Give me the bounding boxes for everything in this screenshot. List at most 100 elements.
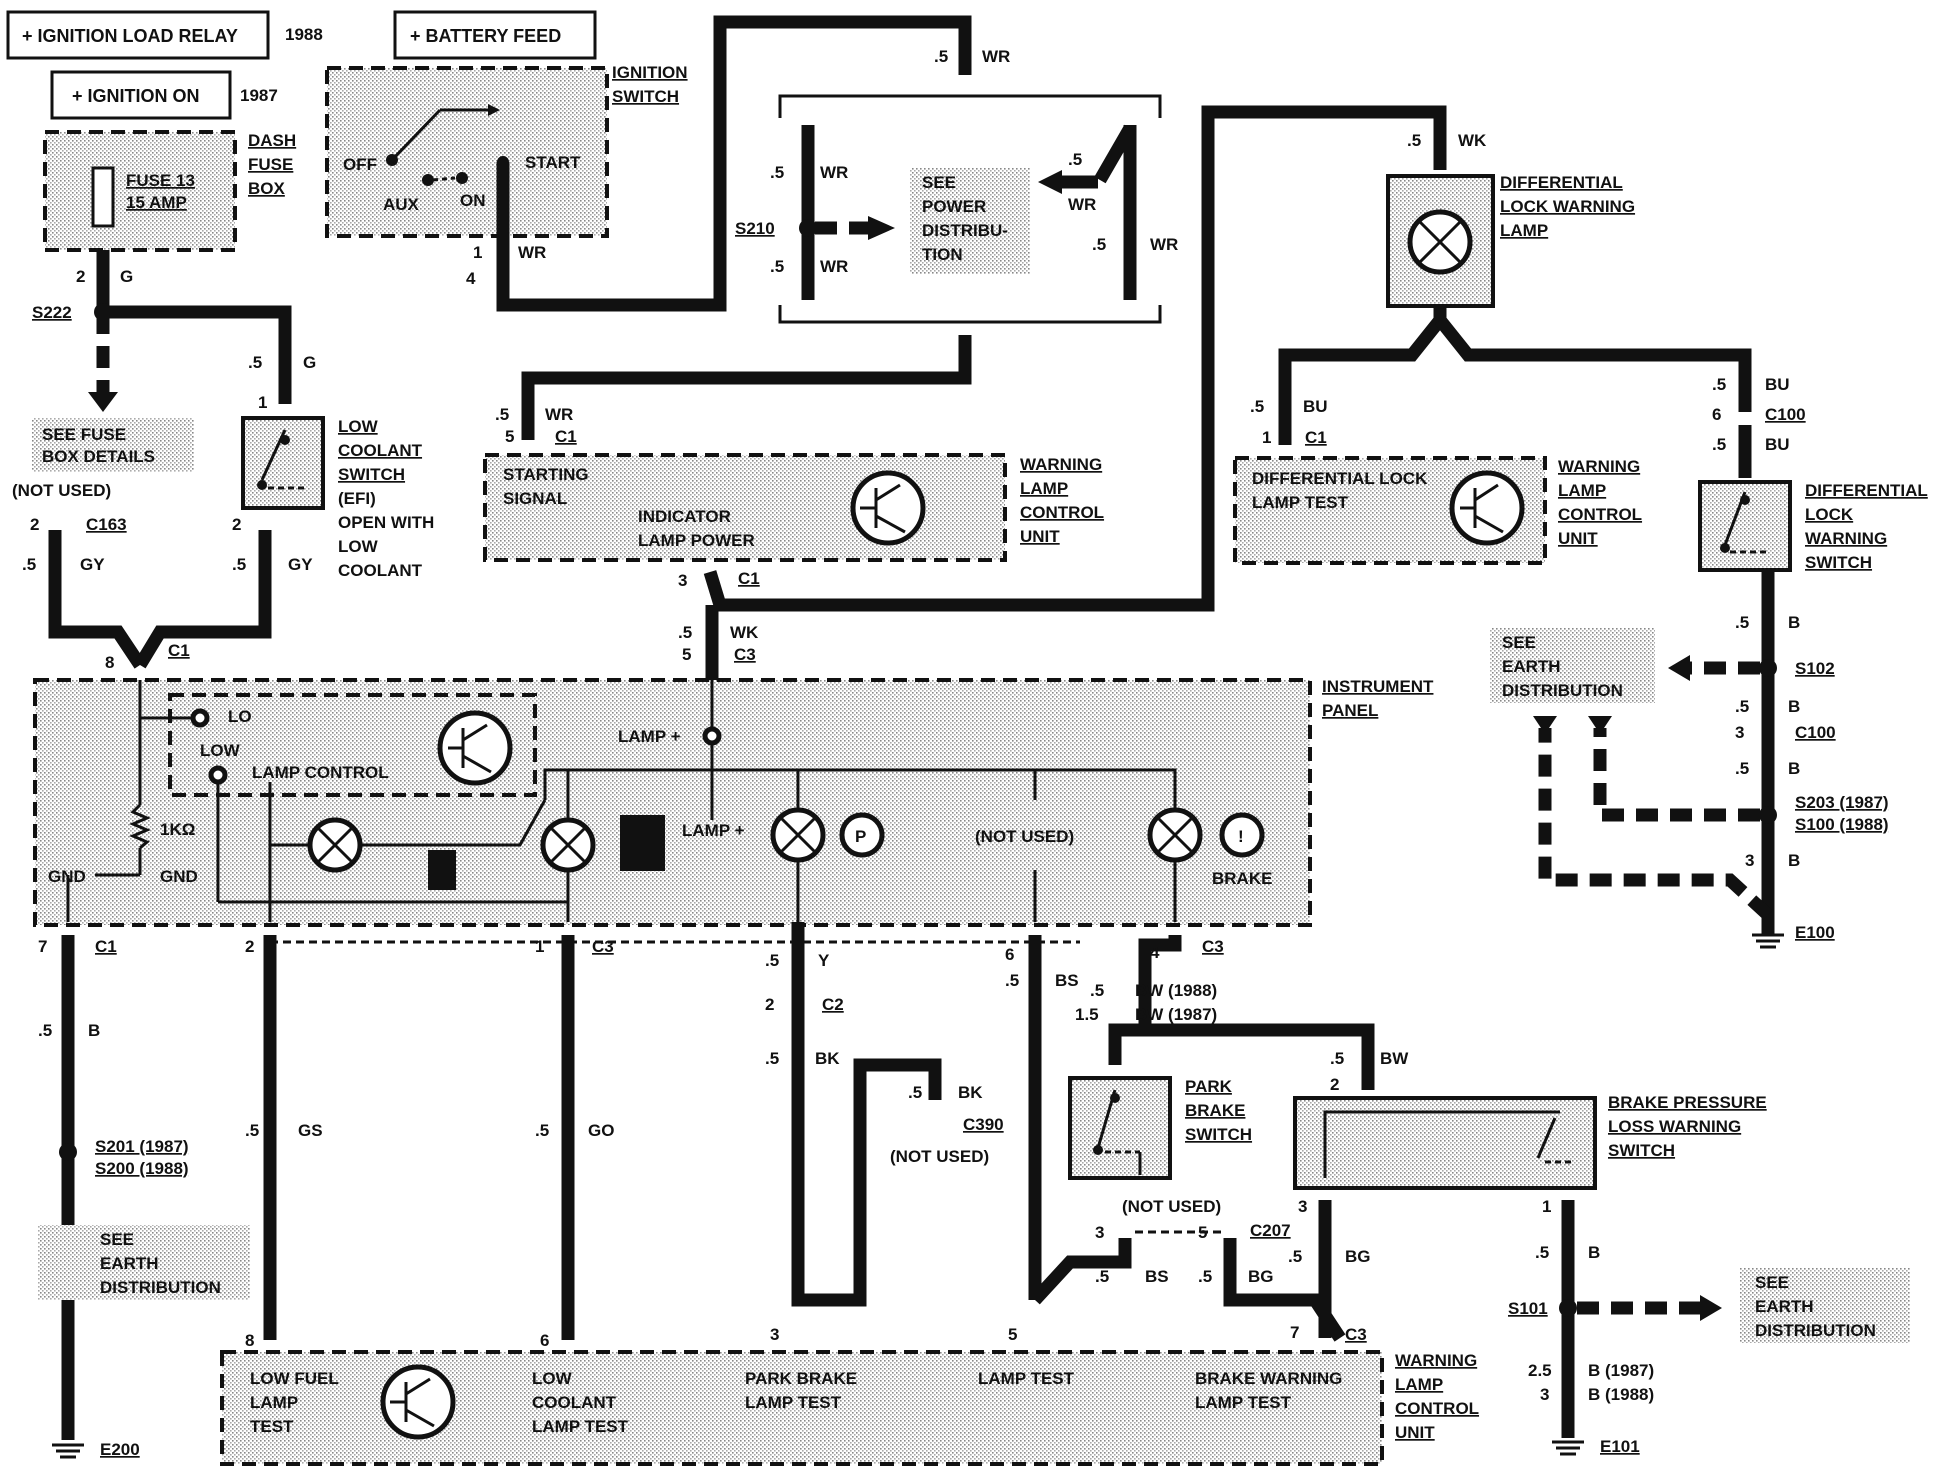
svg-text:SIGNAL: SIGNAL <box>503 489 567 508</box>
s210-splice <box>799 219 817 237</box>
svg-text:INDICATOR: INDICATOR <box>638 507 731 526</box>
dash-label: DASH <box>248 131 296 150</box>
svg-text:.5: .5 <box>770 257 784 276</box>
svg-text:AUX: AUX <box>383 195 420 214</box>
svg-text:BK: BK <box>958 1083 983 1102</box>
see-earth-distribution-2 <box>38 1225 250 1300</box>
svg-text:2: 2 <box>1330 1075 1339 1094</box>
svg-text:.5: .5 <box>232 555 246 574</box>
svg-text:Y: Y <box>818 951 830 970</box>
svg-text:WK: WK <box>1458 131 1487 150</box>
ignition-on-box <box>50 70 232 120</box>
svg-text:3: 3 <box>1735 723 1744 742</box>
svg-text:C3: C3 <box>1202 937 1224 956</box>
brake-warning-icon <box>1219 812 1265 858</box>
year-1987-label: 1987 <box>240 86 278 105</box>
park-brake-switch <box>1068 1076 1172 1180</box>
svg-text:3: 3 <box>1095 1223 1104 1242</box>
svg-text:DISTRIBUTION: DISTRIBUTION <box>1755 1321 1876 1340</box>
svg-text:LAMP TEST: LAMP TEST <box>1195 1393 1292 1412</box>
svg-text:LOW: LOW <box>338 417 379 436</box>
svg-text:IGNITION: IGNITION <box>612 63 688 82</box>
svg-text:BOX DETAILS: BOX DETAILS <box>42 447 155 466</box>
svg-text:LAMP POWER: LAMP POWER <box>638 531 755 550</box>
svg-text:WR: WR <box>982 47 1010 66</box>
svg-text:.5: .5 <box>1198 1267 1212 1286</box>
svg-text:3: 3 <box>1540 1385 1549 1404</box>
svg-text:LOCK WARNING: LOCK WARNING <box>1500 197 1635 216</box>
svg-text:.5: .5 <box>1090 981 1104 1000</box>
svg-text:GND: GND <box>160 867 198 886</box>
svg-text:LOW: LOW <box>200 741 241 760</box>
ign-load-relay-box <box>6 10 270 60</box>
fuse-label-2: 15 AMP <box>126 193 187 212</box>
svg-text:DISTRIBUTION: DISTRIBUTION <box>1502 681 1623 700</box>
svg-text:CONTROL: CONTROL <box>1558 505 1642 524</box>
svg-text:1KΩ: 1KΩ <box>160 820 195 839</box>
svg-text:6: 6 <box>540 1331 549 1350</box>
svg-text:C390: C390 <box>963 1115 1004 1134</box>
svg-text:C2: C2 <box>822 995 844 1014</box>
svg-text:LOW: LOW <box>532 1369 573 1388</box>
svg-text:.5: .5 <box>22 555 36 574</box>
svg-text:C3: C3 <box>734 645 756 664</box>
svg-text:C1: C1 <box>168 641 190 660</box>
svg-text:LOW FUEL: LOW FUEL <box>250 1369 339 1388</box>
svg-text:BK: BK <box>815 1049 840 1068</box>
svg-text:2.5: 2.5 <box>1528 1361 1552 1380</box>
ignition-switch <box>325 66 609 238</box>
svg-text:GS: GS <box>298 1121 323 1140</box>
svg-text:CONTROL: CONTROL <box>1020 503 1104 522</box>
svg-text:5: 5 <box>682 645 691 664</box>
svg-text:G: G <box>303 353 316 372</box>
svg-text:B: B <box>1788 697 1800 716</box>
svg-text:WARNING: WARNING <box>1395 1351 1477 1370</box>
svg-text:COOLANT: COOLANT <box>338 561 423 580</box>
svg-text:OPEN WITH: OPEN WITH <box>338 513 434 532</box>
box-label: BOX <box>248 179 286 198</box>
svg-text:EARTH: EARTH <box>100 1254 159 1273</box>
svg-text:.5: .5 <box>1712 435 1726 454</box>
see-power-distribution <box>910 168 1030 274</box>
svg-text:TION: TION <box>922 245 963 264</box>
svg-text:START: START <box>525 153 581 172</box>
svg-text:WR: WR <box>820 257 848 276</box>
svg-text:LAMP: LAMP <box>1020 479 1068 498</box>
svg-text:S100 (1988): S100 (1988) <box>1795 815 1889 834</box>
svg-text:SWITCH: SWITCH <box>1608 1141 1675 1160</box>
svg-text:LAMP: LAMP <box>1395 1375 1443 1394</box>
see-earth-distribution-1 <box>1490 628 1655 703</box>
svg-text:C207: C207 <box>1250 1221 1291 1240</box>
svg-text:SWITCH: SWITCH <box>612 87 679 106</box>
svg-text:.5: .5 <box>1092 235 1106 254</box>
svg-text:(NOT USED): (NOT USED) <box>12 481 111 500</box>
svg-text:.5: .5 <box>1407 131 1421 150</box>
svg-text:PANEL: PANEL <box>1322 701 1378 720</box>
svg-text:(NOT USED): (NOT USED) <box>975 827 1074 846</box>
svg-text:.5: .5 <box>248 353 262 372</box>
fuse-label: FUSE <box>248 155 293 174</box>
svg-text:SEE: SEE <box>1755 1273 1789 1292</box>
svg-text:C3: C3 <box>592 937 614 956</box>
svg-text:DIFFERENTIAL: DIFFERENTIAL <box>1500 173 1623 192</box>
svg-text:WR: WR <box>1150 235 1178 254</box>
svg-text:(NOT USED): (NOT USED) <box>890 1147 989 1166</box>
svg-text:BW: BW <box>1380 1049 1409 1068</box>
svg-text:BU: BU <box>1765 375 1790 394</box>
svg-text:7: 7 <box>38 937 47 956</box>
svg-text:WR: WR <box>545 405 573 424</box>
svg-text:SWITCH: SWITCH <box>338 465 405 484</box>
svg-text:WARNING: WARNING <box>1805 529 1887 548</box>
svg-text:BW (1988): BW (1988) <box>1135 981 1217 1000</box>
svg-text:E101: E101 <box>1600 1437 1640 1456</box>
fuse-label-1: FUSE 13 <box>126 171 195 190</box>
svg-text:WR: WR <box>820 163 848 182</box>
svg-text:LO: LO <box>228 707 252 726</box>
svg-text:C100: C100 <box>1795 723 1836 742</box>
svg-text:P: P <box>855 827 866 846</box>
svg-text:S102: S102 <box>1795 659 1835 678</box>
svg-text:.5: .5 <box>934 47 948 66</box>
svg-text:.5: .5 <box>1712 375 1726 394</box>
svg-text:S200 (1988): S200 (1988) <box>95 1159 189 1178</box>
